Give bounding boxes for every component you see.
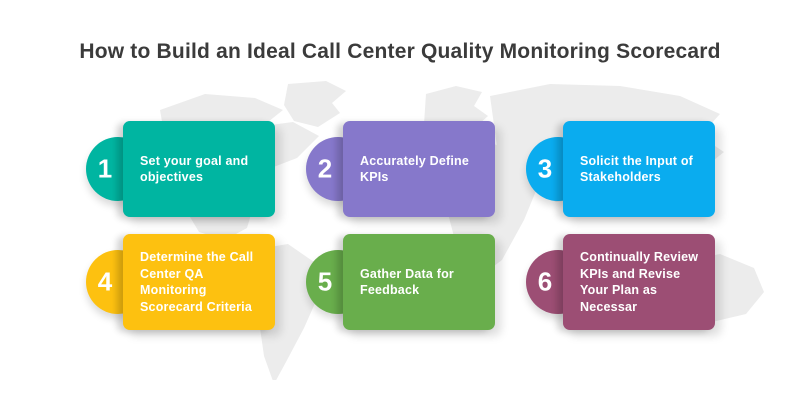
step-number: 5 [317,266,333,297]
step-number: 3 [537,153,553,184]
step-card-5: Gather Data for Feedback 5 [306,234,501,330]
step-card-body: Accurately Define KPIs [343,121,495,217]
step-label: Determine the Call Center QA Monitoring … [140,250,254,314]
step-card-4: Determine the Call Center QA Monitoring … [86,234,281,330]
step-number: 6 [537,266,553,297]
step-card-body: Set your goal and objectives [123,121,275,217]
step-card-body: Gather Data for Feedback [343,234,495,330]
step-number: 4 [97,266,113,297]
step-label: Gather Data for Feedback [360,266,454,298]
step-number: 2 [317,153,333,184]
step-label: Set your goal and objectives [140,153,249,185]
step-label: Solicit the Input of Stakeholders [580,153,694,185]
step-card-6: Continually Review KPIs and Revise Your … [526,234,721,330]
step-card-3: Solicit the Input of Stakeholders 3 [526,121,721,217]
step-card-body: Determine the Call Center QA Monitoring … [123,234,275,330]
step-card-2: Accurately Define KPIs 2 [306,121,501,217]
step-card-body: Continually Review KPIs and Revise Your … [563,234,715,330]
step-card-body: Solicit the Input of Stakeholders [563,121,715,217]
step-number: 1 [97,153,113,184]
page-title: How to Build an Ideal Call Center Qualit… [79,40,721,63]
step-label: Accurately Define KPIs [360,153,469,185]
step-label: Continually Review KPIs and Revise Your … [580,250,699,314]
step-card-1: Set your goal and objectives 1 [86,121,281,217]
